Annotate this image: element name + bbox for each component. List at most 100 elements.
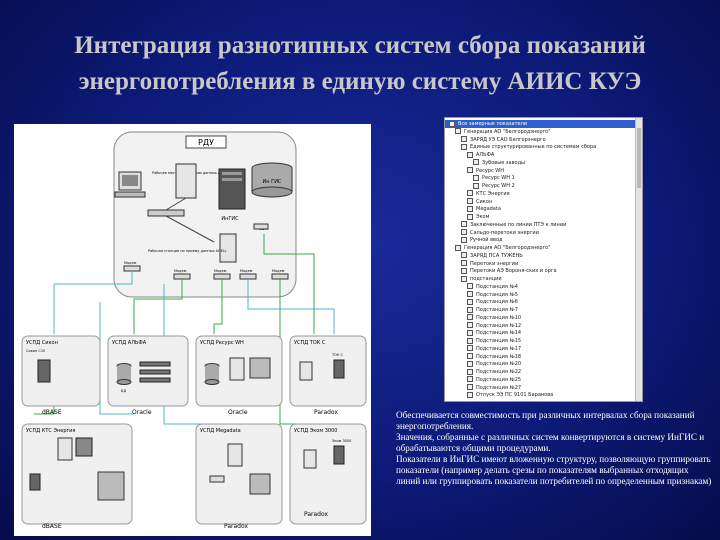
tree-expander-icon[interactable]	[467, 322, 473, 328]
tree-expander-icon[interactable]	[467, 376, 473, 382]
paradox-1-label: Paradox	[314, 409, 338, 416]
uspd-sikon-region	[22, 336, 100, 406]
tree-expander-icon[interactable]	[467, 307, 473, 313]
tree-item-label: Генерация АО "Белгородэнерго"	[464, 129, 551, 135]
tree-expander-icon[interactable]	[461, 229, 467, 235]
system-architecture-diagram: РДУ Рабочее место по заданию данных АОЕЦ…	[14, 124, 371, 536]
modem-2-icon	[174, 274, 190, 279]
tree-expander-icon[interactable]	[455, 128, 461, 134]
rdu-region	[114, 132, 296, 297]
tree-expander-icon[interactable]	[467, 369, 473, 375]
tree-expander-icon[interactable]	[461, 276, 467, 282]
workstation-mid-label: Рабочая станция по приему данных АОЕЦ	[148, 249, 226, 253]
bullet-list: •Обеспечивается совместимость при различ…	[362, 410, 712, 487]
tree-item-label: АЛЬФА	[476, 152, 494, 158]
tree-expander-icon[interactable]	[461, 144, 467, 150]
rdu-label: РДУ	[198, 138, 214, 147]
tree-expander-icon[interactable]	[467, 330, 473, 336]
bullet-marker: •	[366, 454, 369, 465]
tree-expander-icon[interactable]	[467, 361, 473, 367]
tree-expander-icon[interactable]	[461, 136, 467, 142]
tree-item-label: Отпуск ЭЭ ПС 9101 Баранова	[476, 392, 553, 398]
server-1-icon	[176, 164, 196, 198]
modem-2-label: Модем	[174, 269, 187, 273]
tree-item-label: Зубовые заводы	[482, 160, 525, 166]
tree-scrollbar-thumb[interactable]	[637, 128, 641, 188]
tree-item[interactable]: Отпуск ЭЭ ПС 9101 Баранова	[445, 391, 643, 399]
resurs-device-icon	[250, 358, 270, 378]
tree-expander-icon[interactable]	[461, 268, 467, 274]
slide-title-line-2: энергопотребления в единую систему АИИС …	[20, 64, 700, 100]
tree-scrollbar[interactable]	[635, 118, 642, 401]
tree-expander-icon[interactable]	[467, 291, 473, 297]
tree-expander-icon[interactable]	[467, 214, 473, 220]
tree-expander-icon[interactable]	[467, 384, 473, 390]
tree-item-label: Megadata	[476, 206, 501, 212]
bullet-item: •Значения, собранные с различных систем …	[362, 432, 712, 454]
tree-item-label: Заключенные по линии ПТЭ к линии	[470, 222, 566, 228]
tree-item-label: Подстанция №25	[476, 377, 521, 383]
bd-label: БД	[121, 389, 126, 393]
tree-item-label: Ресурс WH 2	[482, 183, 515, 189]
uspd-ekom-region	[290, 424, 366, 524]
tree-expander-icon[interactable]	[467, 283, 473, 289]
tree-expander-icon[interactable]	[449, 121, 455, 127]
tree-expander-icon[interactable]	[473, 183, 479, 189]
modem-1-label: Модем	[124, 261, 137, 265]
tree-item-label: Перетоки АЭ Вороня-ских и орга	[470, 268, 557, 274]
slide-title-line-1: Интеграция разнотипных систем сбора пока…	[20, 28, 700, 64]
tree-expander-icon[interactable]	[467, 299, 473, 305]
tree-item-label: Подстанция №17	[476, 346, 521, 352]
tree-item-label: Подстанция №15	[476, 338, 521, 344]
ktc-server-icon	[58, 438, 72, 460]
tree-expander-icon[interactable]	[473, 175, 479, 181]
tree-item-label: Эком	[476, 214, 489, 220]
bullet-item: •Обеспечивается совместимость при различ…	[362, 410, 712, 432]
resurs-server-icon	[230, 358, 244, 380]
tree-item-label: Перетоки энергии	[470, 261, 518, 267]
tree-expander-icon[interactable]	[467, 206, 473, 212]
tree-expander-icon[interactable]	[467, 392, 473, 398]
tree-expander-icon[interactable]	[461, 237, 467, 243]
tree-item-label: Подстанция №10	[476, 315, 521, 321]
tree-item-label: Генерация АО "Белгородэнерго"	[464, 245, 551, 251]
modem-4-label: Модем	[240, 269, 253, 273]
ktc-device-icon	[76, 438, 92, 456]
tree-expander-icon[interactable]	[461, 260, 467, 266]
megadata-server-icon	[228, 444, 242, 466]
tree-item-label: Ресурс WH	[476, 168, 504, 174]
modem-1-icon	[124, 266, 140, 271]
tree-expander-icon[interactable]	[461, 221, 467, 227]
ingis-label: ИнГИС	[221, 216, 239, 222]
tree-expander-icon[interactable]	[461, 252, 467, 258]
dbase-2-label: dBASE	[42, 523, 62, 530]
tree-item-label: ЗАРЯД УЭ САО Белгорэнерго	[470, 137, 546, 143]
tree-item-label: Подстанция №5	[476, 292, 518, 298]
tree-expander-icon[interactable]	[467, 314, 473, 320]
toks-device-icon	[334, 360, 344, 378]
tree-item-label: Все замерные показатели	[458, 121, 527, 127]
tree-expander-icon[interactable]	[467, 198, 473, 204]
tree-expander-icon[interactable]	[455, 245, 461, 251]
tree-expander-icon[interactable]	[467, 338, 473, 344]
paradox-2-label: Paradox	[224, 523, 248, 530]
tree-expander-icon[interactable]	[467, 353, 473, 359]
modem-3-label: Модем	[214, 269, 227, 273]
tree-expander-icon[interactable]	[473, 159, 479, 165]
tree-item-label: Подстанция №20	[476, 361, 521, 367]
sikon-device-icon	[38, 360, 50, 382]
modem-4-icon	[240, 274, 256, 279]
ingis-db-label: Ин ГИС	[263, 179, 282, 185]
ktc-rack-icon	[98, 472, 124, 500]
tree-expander-icon[interactable]	[467, 190, 473, 196]
tree-item-label: Подстанция №7	[476, 307, 518, 313]
uspd-ekom-label: УСПД Эком 3000	[294, 428, 337, 434]
tree-expander-icon[interactable]	[467, 345, 473, 351]
tree-expander-icon[interactable]	[467, 167, 473, 173]
tree-expander-icon[interactable]	[467, 152, 473, 158]
oracle-2-label: Oracle	[228, 409, 248, 416]
uspd-megadata-label: УСПД Megadata	[200, 428, 241, 434]
tree-item-label: Подстанция №6	[476, 299, 518, 305]
tree-item-label: Подстанция №22	[476, 369, 521, 375]
